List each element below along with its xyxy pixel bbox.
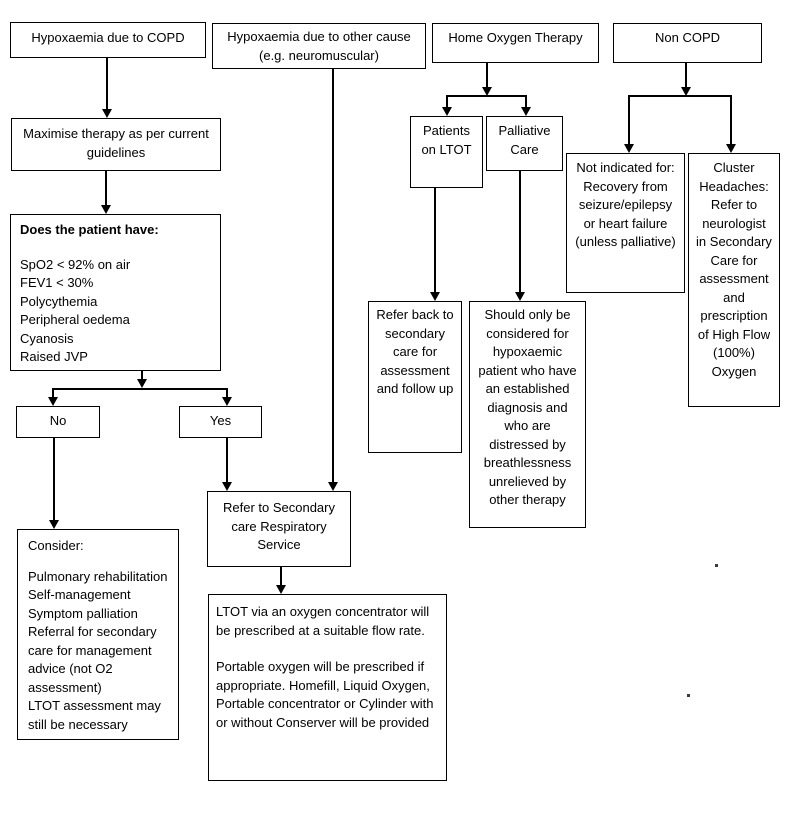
arrowhead-down — [222, 482, 232, 491]
node-home-oxygen-therapy: Home Oxygen Therapy — [432, 23, 599, 63]
connector-palliative-to-guidance — [519, 171, 521, 293]
connector-non-copd-stem — [685, 63, 687, 88]
consider-item: Referral for secondary care for manageme… — [28, 624, 157, 695]
arrowhead-down — [681, 87, 691, 96]
criteria-item: Raised JVP — [20, 349, 88, 364]
node-maximise-therapy: Maximise therapy as per current guidelin… — [11, 118, 221, 171]
stray-dot-1 — [715, 564, 718, 567]
connector-no-to-consider — [53, 438, 55, 521]
criteria-item: FEV1 < 30% — [20, 275, 94, 290]
criteria-item: Cyanosis — [20, 330, 74, 346]
node-hypoxaemia-copd: Hypoxaemia due to COPD — [10, 22, 206, 58]
connector-criteria-branch-stem — [141, 371, 143, 380]
arrowhead-down — [442, 107, 452, 116]
arrowhead-down — [101, 205, 111, 214]
node-hypoxaemia-other-cause: Hypoxaemia due to other cause (e.g. neur… — [212, 23, 426, 69]
connector-other-cause-to-refer-secondary — [332, 69, 334, 483]
criteria-item: SpO2 < 92% on air — [20, 256, 131, 272]
node-palliative-guidance: Should only be considered for hypoxaemic… — [469, 301, 586, 528]
consider-item: Symptom palliation — [28, 605, 138, 621]
connector-branch-to-patients-ltot — [446, 97, 448, 108]
node-not-indicated: Not indicated for: Recovery from seizure… — [566, 153, 685, 293]
node-cluster-headaches: Cluster Headaches: Refer to neurologist … — [688, 153, 780, 407]
arrowhead-down — [49, 520, 59, 529]
arrowhead-down — [328, 482, 338, 491]
connector-home-oxygen-stem — [486, 63, 488, 88]
arrowhead-down — [48, 397, 58, 406]
ltot-paragraph-1: LTOT via an oxygen concentrator will be … — [216, 604, 430, 638]
connector-branch-to-not-indicated — [628, 97, 630, 145]
arrowhead-down — [276, 585, 286, 594]
node-palliative-care: Palliative Care — [486, 116, 563, 171]
connector-copd-to-maximise — [106, 58, 108, 109]
node-refer-back-secondary: Refer back to secondary care for assessm… — [368, 301, 462, 453]
connector-maximise-to-criteria — [105, 171, 107, 205]
node-non-copd: Non COPD — [613, 23, 762, 63]
connector-refer-secondary-to-ltot — [280, 567, 282, 586]
node-patients-on-ltot: Patients on LTOT — [410, 116, 483, 188]
connector-branch-to-palliative — [525, 97, 527, 108]
connector-yes-to-refer-secondary — [226, 438, 228, 483]
connector-branch-to-yes — [226, 390, 228, 398]
criteria-item: Peripheral oedema — [20, 312, 130, 327]
consider-heading: Consider: — [28, 538, 84, 553]
connector-criteria-branch-bar — [52, 388, 228, 390]
consider-item: LTOT assessment may still be necessary — [28, 698, 161, 732]
arrowhead-down — [222, 397, 232, 406]
connector-branch-to-cluster — [730, 97, 732, 145]
arrowhead-down — [515, 292, 525, 301]
stray-dot-2 — [687, 694, 690, 697]
arrowhead-down — [726, 144, 736, 153]
arrowhead-down — [430, 292, 440, 301]
criteria-heading: Does the patient have: — [20, 222, 159, 237]
node-yes: Yes — [179, 406, 262, 438]
ltot-paragraph-2: Portable oxygen will be prescribed if ap… — [216, 659, 434, 730]
arrowhead-down — [624, 144, 634, 153]
arrowhead-down — [482, 87, 492, 96]
criteria-list: SpO2 < 92% on air FEV1 < 30% Polycythemi… — [20, 256, 211, 367]
node-does-patient-have: Does the patient have: SpO2 < 92% on air… — [10, 214, 221, 371]
connector-non-copd-bar — [628, 95, 732, 97]
node-ltot-prescription: LTOT via an oxygen concentrator will be … — [208, 594, 447, 781]
connector-branch-to-no — [52, 390, 54, 398]
arrowhead-down — [521, 107, 531, 116]
consider-item: Self-management — [28, 587, 131, 602]
node-consider: Consider: Pulmonary rehabilitation Self-… — [17, 529, 179, 740]
criteria-item: Polycythemia — [20, 293, 98, 309]
consider-list: Pulmonary rehabilitation Self-management… — [28, 568, 168, 735]
connector-home-oxygen-bar — [446, 95, 527, 97]
connector-patients-to-refer-back — [434, 188, 436, 293]
node-refer-secondary-care: Refer to Secondary care Respiratory Serv… — [207, 491, 351, 567]
arrowhead-down — [137, 379, 147, 388]
arrowhead-down — [102, 109, 112, 118]
consider-item: Pulmonary rehabilitation — [28, 568, 168, 584]
node-no: No — [16, 406, 100, 438]
